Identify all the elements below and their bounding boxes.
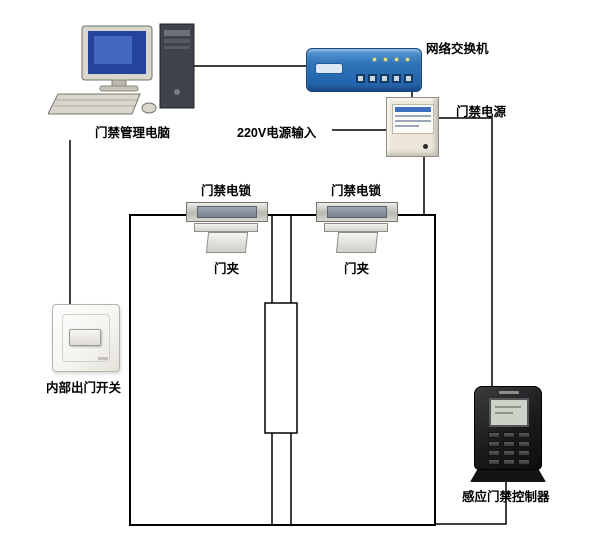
exit-switch-button	[69, 329, 101, 346]
exit-switch-panel	[52, 304, 120, 372]
computer-tower	[159, 23, 195, 109]
wire-power-to-controller	[436, 117, 493, 388]
access-controller	[470, 386, 546, 482]
label-door-clamp-right: 门夹	[344, 262, 370, 276]
switch-led-indicators	[373, 58, 409, 61]
network-switch	[306, 48, 422, 92]
lock-magnet-plate	[197, 206, 257, 218]
exit-switch-faceplate	[62, 314, 110, 362]
label-management-computer: 门禁管理电脑	[95, 126, 171, 140]
power-supply-lock-icon	[423, 144, 428, 149]
label-electric-lock-left: 门禁电锁	[201, 184, 252, 198]
door-center-plate	[264, 302, 298, 434]
exit-switch-text-mark	[98, 357, 108, 360]
computer-keyboard	[48, 93, 141, 115]
electric-lock-left	[186, 202, 268, 254]
power-supply-box	[386, 97, 439, 157]
switch-brand-mark	[316, 64, 342, 73]
door-clamp-body	[335, 232, 379, 253]
label-220v-input: 220V电源输入	[237, 126, 317, 140]
label-network-switch: 网络交换机	[426, 42, 489, 56]
controller-body	[474, 386, 542, 470]
label-power-supply: 门禁电源	[456, 105, 507, 119]
door-frame	[129, 214, 436, 526]
switch-ports	[356, 74, 413, 83]
wire-controller-to-door	[435, 480, 507, 525]
lock-magnet-plate	[327, 206, 387, 218]
computer-mouse	[141, 102, 157, 114]
door-clamp-bracket	[194, 223, 258, 232]
power-supply-sticker	[392, 104, 434, 134]
controller-stand	[470, 469, 546, 482]
computer-monitor	[81, 25, 153, 92]
electric-lock-right	[316, 202, 398, 254]
label-door-clamp-left: 门夹	[214, 262, 240, 276]
controller-keypad	[488, 432, 530, 465]
controller-brand-mark	[499, 391, 519, 394]
door-clamp-bracket	[324, 223, 388, 232]
label-electric-lock-right: 门禁电锁	[331, 184, 382, 198]
controller-lcd-screen	[489, 398, 529, 427]
label-exit-switch: 内部出门开关	[46, 381, 122, 395]
label-access-controller: 感应门禁控制器	[462, 490, 550, 504]
door-clamp-body	[205, 232, 249, 253]
management-computer	[48, 22, 198, 117]
